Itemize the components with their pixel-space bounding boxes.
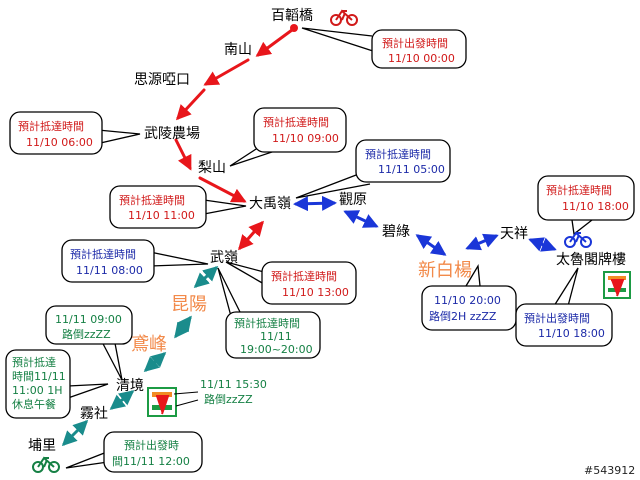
bubble-b15-line2: 間11/11 12:00 <box>112 455 190 468</box>
bubble-b6-line2: 11/10 18:00 <box>562 200 629 213</box>
bubble-b5-line2: 11/10 11:00 <box>128 209 195 222</box>
bubble-b4-line2: 11/11 05:00 <box>378 163 445 176</box>
bubble-b12-line3: 19:00~20:00 <box>240 343 313 356</box>
bubble-b1-line2: 11/10 00:00 <box>388 52 455 65</box>
place-guanyuan: 觀原 <box>339 192 367 208</box>
bubble-b1-line1: 預計出發時間 <box>382 36 448 50</box>
place-wuling: 武嶺 <box>210 250 238 266</box>
bubble-b10-line1: 預計出發時間 <box>524 311 590 325</box>
place-bilu: 碧綠 <box>382 224 410 240</box>
bubble-b10-line2: 11/10 18:00 <box>538 327 605 340</box>
bubble-b13: 預計抵達 時間11/11 11:00 1H 休息午餐 <box>5 349 109 419</box>
bicycle-icon-blue <box>564 231 592 248</box>
bubble-b1: 預計出發時間 11/10 00:00 <box>301 27 467 69</box>
bubble-b7-line2: 11/11 08:00 <box>76 264 143 277</box>
place-yuanfeng: 鳶峰 <box>131 334 167 355</box>
bubble-b12: 預計抵達時間 11/11 19:00~20:00 <box>217 267 321 359</box>
bubble-b12-line2: 11/11 <box>260 330 292 343</box>
place-baixiqiao: 百韜橋 <box>271 8 313 24</box>
bubble-b2-line2: 11/10 06:00 <box>26 136 93 149</box>
bubble-b9: 11/10 20:00 路倒2H zzZZ <box>421 263 517 331</box>
corner-tag: #543912 <box>584 464 635 477</box>
bubble-b14: 11/11 15:30 路倒zzZZ <box>200 378 267 406</box>
bicycle-icon-red <box>330 9 358 26</box>
convenience-store-icon-qingjing <box>147 387 177 417</box>
bubble-b4-line1: 預計抵達時間 <box>365 147 431 161</box>
bubble-b10: 預計出發時間 11/10 18:00 <box>515 267 613 347</box>
place-xinbaiyang: 新白楊 <box>418 260 472 281</box>
bubble-b11-line1: 11/11 09:00 <box>55 313 122 326</box>
place-wushe: 霧社 <box>80 406 108 422</box>
bubble-b8-line1: 預計抵達時間 <box>271 269 337 283</box>
bicycle-icon-green <box>32 456 60 473</box>
place-taiping: 太魯閣牌樓 <box>556 251 626 268</box>
place-lishan: 梨山 <box>198 160 226 176</box>
bubble-b2: 預計抵達時間 11/10 06:00 <box>9 111 141 155</box>
bubble-b4: 預計抵達時間 11/11 05:00 <box>295 139 451 199</box>
bubble-b3-line1: 預計抵達時間 <box>263 115 329 129</box>
place-siyuanyakou: 思源啞口 <box>134 72 190 88</box>
bubble-b9-line2: 路倒2H zzZZ <box>429 310 497 323</box>
callout-lines-store <box>173 391 199 407</box>
bubble-b8: 預計抵達時間 11/10 13:00 <box>225 261 357 305</box>
bubble-b5-line1: 預計抵達時間 <box>119 193 185 207</box>
place-kunyang: 昆陽 <box>171 294 207 315</box>
bubble-b14-line1: 11/11 15:30 <box>200 378 267 391</box>
place-wulingnongchang: 武陵農場 <box>144 126 200 142</box>
bubble-b13-line2: 時間11/11 <box>12 370 66 383</box>
bubble-b2-line1: 預計抵達時間 <box>18 119 84 133</box>
bubble-b13-line4: 休息午餐 <box>12 397 56 411</box>
route-red <box>174 24 298 251</box>
bubble-b7-line1: 預計抵達時間 <box>70 247 136 261</box>
bubble-b11-line2: 路倒zzZZ <box>62 328 111 341</box>
place-dayuling: 大禹嶺 <box>249 196 291 212</box>
bubble-b12-line1: 預計抵達時間 <box>234 316 300 330</box>
place-puli: 埔里 <box>28 438 56 454</box>
bubble-b5: 預計抵達時間 11/10 11:00 <box>109 185 247 229</box>
bubble-b3: 預計抵達時間 11/10 09:00 <box>229 107 347 167</box>
route-blue <box>293 195 557 256</box>
bubble-b6-line1: 預計抵達時間 <box>546 183 612 197</box>
place-tianxiang: 天祥 <box>500 226 528 242</box>
bubble-b15-line1: 預計出發時 <box>124 438 179 452</box>
bubble-b3-line2: 11/10 09:00 <box>272 132 339 145</box>
bubble-b11: 11/11 09:00 路倒zzZZ <box>45 305 133 381</box>
bubble-b9-line1: 11/10 20:00 <box>434 294 501 307</box>
bubble-b13-line1: 預計抵達 <box>12 355 56 369</box>
bubble-b15: 預計出發時 間11/11 12:00 <box>65 431 203 473</box>
convenience-store-icon-taiping <box>603 271 631 299</box>
bubble-b6: 預計抵達時間 11/10 18:00 <box>537 175 635 236</box>
bubble-b13-line3: 11:00 1H <box>12 384 62 397</box>
route-teal <box>61 265 219 447</box>
place-qingjing: 清境 <box>116 378 144 394</box>
bubble-b14-line2: 路倒zzZZ <box>204 393 253 406</box>
place-nanshan: 南山 <box>224 42 252 58</box>
bubble-b8-line2: 11/10 13:00 <box>282 286 349 299</box>
bubble-b7: 預計抵達時間 11/11 08:00 <box>61 239 209 283</box>
